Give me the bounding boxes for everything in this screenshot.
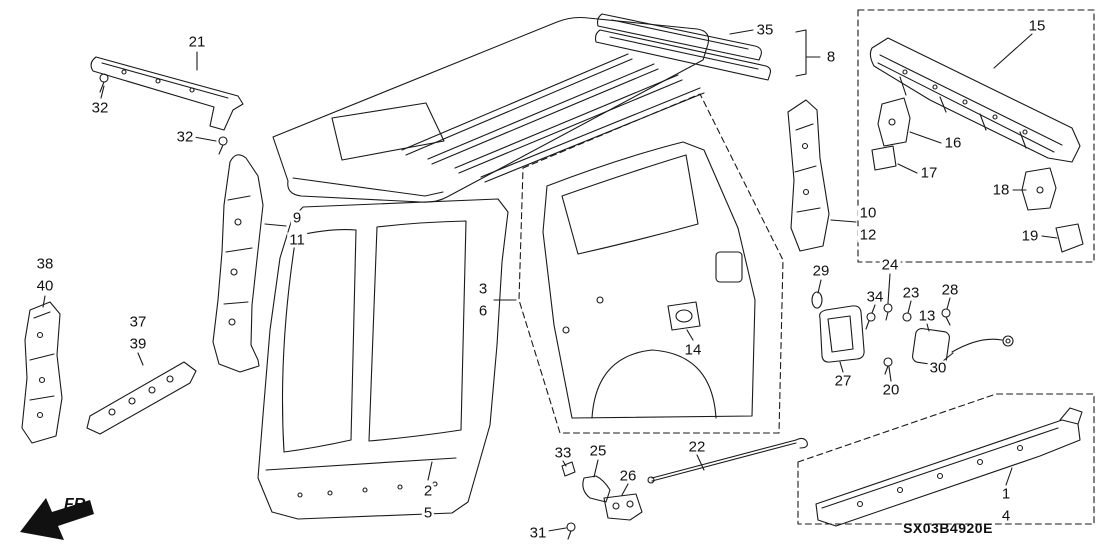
cable-drawing (951, 335, 1014, 353)
bolt-32a-drawing (99, 73, 109, 93)
part-label-38: 38 (34, 255, 56, 273)
part-label-25: 25 (587, 442, 609, 460)
quarter-panel-dashed-box (518, 93, 784, 434)
fasteners-drawing (811, 291, 951, 375)
part-label-4: 4 (999, 507, 1013, 525)
fuel-lid-drawing (819, 305, 865, 363)
part-label-27: 27 (832, 372, 854, 390)
rear-panel-drawing (869, 37, 1084, 253)
part-label-23: 23 (900, 284, 922, 302)
part-label-2: 2 (421, 482, 435, 500)
fuel-lid-opener-rod-drawing (647, 437, 808, 484)
front-pillar-lower-drawing (21, 301, 63, 444)
sill-stiffener-drawing (86, 361, 197, 435)
part-label-32b: 32 (174, 128, 196, 146)
bolt-32b-drawing (218, 136, 228, 155)
part-label-30: 30 (927, 359, 949, 377)
part-label-15: 15 (1026, 17, 1048, 35)
small-brackets-drawing (561, 461, 643, 540)
side-panel-outer-drawing (257, 198, 509, 520)
part-label-3: 3 (476, 280, 490, 298)
part-label-6: 6 (476, 302, 490, 320)
part-label-13: 13 (916, 307, 938, 325)
part-label-26: 26 (617, 467, 639, 485)
center-pillar-drawing (212, 154, 264, 373)
part-label-40: 40 (34, 277, 56, 295)
part-label-22: 22 (686, 438, 708, 456)
part-label-14: 14 (682, 341, 704, 359)
part-label-20: 20 (880, 381, 902, 399)
fr-indicator-label: FR. (64, 496, 90, 513)
part-label-24: 24 (879, 256, 901, 274)
part-label-16: 16 (942, 134, 964, 152)
leader-lines (42, 29, 1058, 532)
part-label-19: 19 (1019, 227, 1041, 245)
part-label-11: 11 (287, 231, 307, 249)
part-label-33: 33 (552, 444, 574, 462)
part-label-21: 21 (186, 33, 208, 51)
part-label-8: 8 (824, 48, 838, 66)
part-label-29: 29 (810, 262, 832, 280)
fr-arrow-icon (20, 498, 94, 540)
rear-roof-rail-drawing (594, 13, 772, 81)
part-label-10: 10 (857, 204, 879, 222)
rear-pillar-stiffener-drawing (787, 99, 830, 252)
part-label-32a: 32 (89, 99, 111, 117)
part-label-28: 28 (939, 281, 961, 299)
diagram-code: SX03B4920E (903, 520, 993, 536)
part-label-5: 5 (421, 504, 435, 522)
part-label-1: 1 (999, 485, 1013, 503)
part-label-37: 37 (127, 313, 149, 331)
front-roof-rail-drawing (90, 56, 244, 131)
part-label-34: 34 (864, 288, 886, 306)
roof-panel-drawing (272, 16, 710, 203)
sill-dashed-box (797, 393, 1095, 525)
rear-panel-dashed-box (857, 9, 1095, 263)
part-label-18: 18 (990, 181, 1012, 199)
part-label-12: 12 (857, 226, 879, 244)
part-label-9: 9 (290, 209, 304, 227)
side-sill-drawing (815, 407, 1083, 527)
part-label-31: 31 (527, 524, 549, 542)
part-label-35: 35 (754, 21, 776, 39)
part-label-39: 39 (127, 335, 149, 353)
part-label-17: 17 (918, 164, 940, 182)
quarter-panel-drawing (542, 141, 756, 419)
